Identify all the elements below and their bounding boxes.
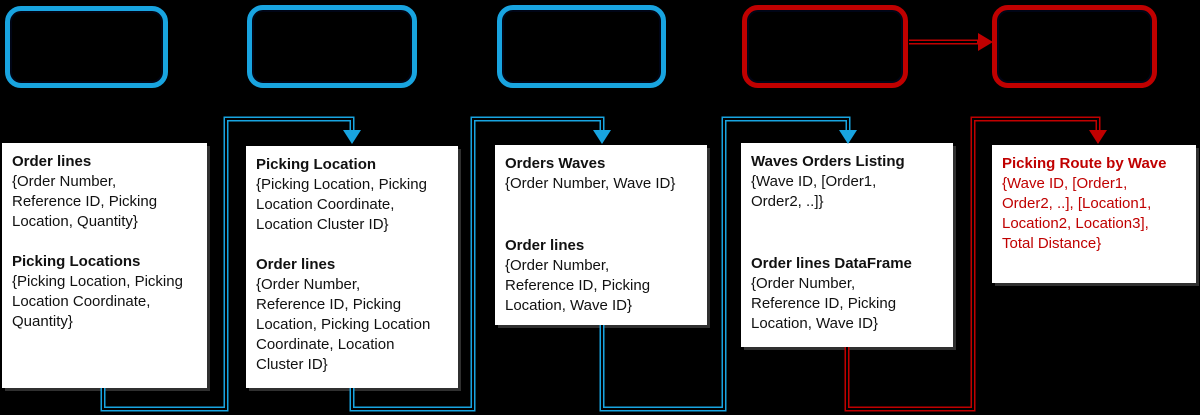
data-section: Order lines {Order Number, Reference ID,… xyxy=(505,236,697,316)
data-section: Order lines DataFrame {Order Number, Ref… xyxy=(751,254,943,334)
arrowhead-down-icon xyxy=(839,130,857,144)
data-section: Orders Waves {Order Number, Wave ID} xyxy=(505,154,697,194)
section-body: {Order Number, Reference ID, Picking Loc… xyxy=(751,275,897,332)
section-body: {Order Number, Reference ID, Picking Loc… xyxy=(256,276,431,373)
data-box-waves-orders-listing: Waves Orders Listing {Wave ID, [Order1, … xyxy=(741,143,953,347)
section-body: {Order Number, Reference ID, Picking Loc… xyxy=(505,257,651,314)
section-title: Order lines xyxy=(505,237,585,254)
data-section: Waves Orders Listing {Wave ID, [Order1, … xyxy=(751,152,943,212)
stage-box-1 xyxy=(5,6,168,88)
stage-box-5 xyxy=(992,5,1157,88)
arrowhead-down-icon xyxy=(1089,130,1107,144)
section-body: {Picking Location, Picking Location Coor… xyxy=(256,176,427,233)
section-title: Order lines xyxy=(256,256,336,273)
data-box-orders-waves: Orders Waves {Order Number, Wave ID} Ord… xyxy=(495,145,707,325)
section-title: Order lines DataFrame xyxy=(751,255,912,272)
data-section: Order lines {Order Number, Reference ID,… xyxy=(256,255,448,375)
section-title: Picking Locations xyxy=(12,253,141,270)
section-body: {Order Number, Wave ID} xyxy=(505,175,676,192)
arrowhead-right-icon xyxy=(978,33,993,51)
connector-stage4-stage5 xyxy=(909,33,993,51)
data-box-order-lines: Order lines {Order Number, Reference ID,… xyxy=(2,143,207,388)
arrowhead-down-icon xyxy=(593,130,611,144)
section-title: Order lines xyxy=(12,153,92,170)
stage-box-4 xyxy=(742,5,908,88)
arrowhead-down-icon xyxy=(343,130,361,144)
stage-box-3 xyxy=(497,5,666,88)
section-body: {Wave ID, [Order1, Order2, ..]} xyxy=(751,173,877,210)
data-section: Picking Route by Wave {Wave ID, [Order1,… xyxy=(1002,154,1186,254)
data-box-picking-route: Picking Route by Wave {Wave ID, [Order1,… xyxy=(992,145,1196,283)
section-title: Picking Location xyxy=(256,156,377,173)
stage-box-2 xyxy=(247,5,417,88)
section-title: Picking Route by Wave xyxy=(1002,155,1167,172)
section-title: Waves Orders Listing xyxy=(751,153,905,170)
section-body: {Order Number, Reference ID, Picking Loc… xyxy=(12,173,158,230)
data-section: Order lines {Order Number, Reference ID,… xyxy=(12,152,197,232)
section-body: {Picking Location, Picking Location Coor… xyxy=(12,273,183,330)
section-title: Orders Waves xyxy=(505,155,606,172)
section-body: {Wave ID, [Order1, Order2, ..], [Locatio… xyxy=(1002,175,1152,252)
data-section: Picking Locations {Picking Location, Pic… xyxy=(12,252,197,332)
data-section: Picking Location {Picking Location, Pick… xyxy=(256,155,448,235)
data-box-picking-location: Picking Location {Picking Location, Pick… xyxy=(246,146,458,388)
